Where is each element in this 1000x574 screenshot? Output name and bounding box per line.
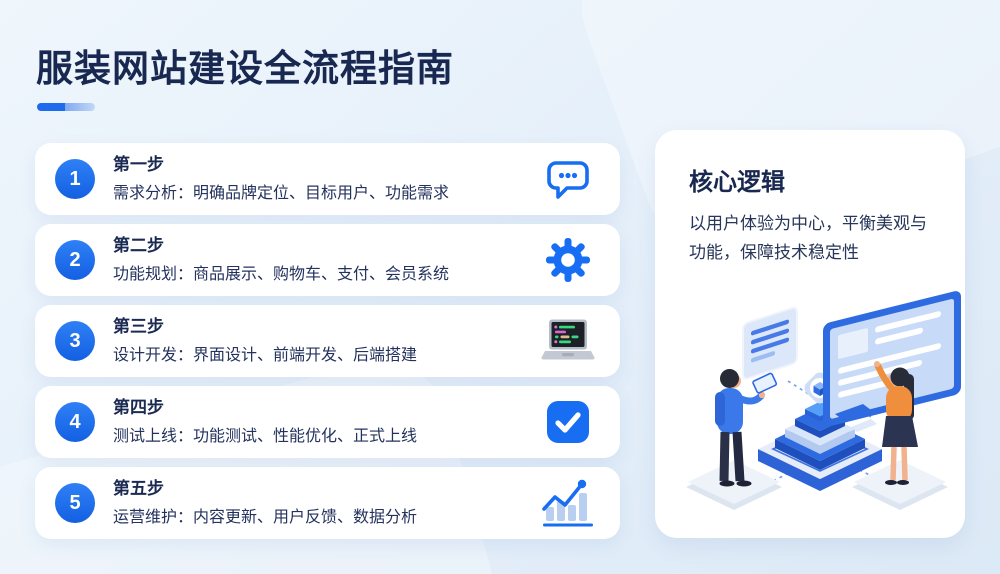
- step-description: 运营维护：内容更新、用户反馈、数据分析: [113, 509, 418, 527]
- step-title: 第二步: [113, 235, 164, 255]
- step-title: 第五步: [113, 478, 164, 498]
- woman-pointing: [874, 361, 918, 485]
- gear-icon: [540, 237, 596, 283]
- step-title: 第一步: [113, 154, 164, 174]
- panel-title: 核心逻辑: [689, 169, 785, 196]
- checkbox-icon: [540, 400, 596, 444]
- step-card-2: 2 第二步 功能规划：商品展示、购物车、支付、会员系统: [35, 224, 620, 296]
- step-number-badge: 1: [55, 159, 95, 199]
- step-description: 需求分析：明确品牌定位、目标用户、功能需求: [113, 185, 450, 203]
- isometric-platform-stack: [758, 401, 882, 491]
- step-number-badge: 4: [55, 402, 95, 442]
- step-description: 设计开发：界面设计、前端开发、后端搭建: [113, 347, 418, 365]
- step-card-3: 3 第三步 设计开发：界面设计、前端开发、后端搭建: [35, 305, 620, 377]
- teamwork-isometric-illustration: [686, 291, 961, 510]
- monitor-screen: [823, 291, 961, 427]
- document-card: [742, 306, 798, 380]
- step-title: 第三步: [113, 316, 164, 336]
- monitor-tray-shadow: [851, 419, 877, 432]
- step-card-4: 4 第四步 测试上线：功能测试、性能优化、正式上线: [35, 386, 620, 458]
- step-number-badge: 3: [55, 321, 95, 361]
- step-card-1: 1 第一步 需求分析：明确品牌定位、目标用户、功能需求: [35, 143, 620, 215]
- step-description: 测试上线：功能测试、性能优化、正式上线: [113, 428, 418, 446]
- panel-body-text: 以用户体验为中心，平衡美观与功能，保障技术稳定性: [689, 214, 927, 262]
- step-card-5: 5 第五步 运营维护：内容更新、用户反馈、数据分析: [35, 467, 620, 539]
- laptop-code-icon: [540, 318, 596, 364]
- title-underline: [37, 103, 95, 111]
- core-logic-panel: 核心逻辑 以用户体验为中心，平衡美观与功能，保障技术稳定性: [655, 130, 965, 538]
- monitor-tray: [835, 404, 871, 420]
- steps-list: 1 第一步 需求分析：明确品牌定位、目标用户、功能需求 2 第二步 功能规划：商…: [35, 143, 620, 539]
- page-title: 服装网站建设全流程指南: [36, 48, 454, 89]
- step-description: 功能规划：商品展示、购物车、支付、会员系统: [113, 266, 450, 284]
- growth-chart-icon: [540, 479, 596, 527]
- step-number-badge: 2: [55, 240, 95, 280]
- chat-bubble-icon: [540, 158, 596, 200]
- step-title: 第四步: [113, 397, 164, 417]
- step-number-badge: 5: [55, 483, 95, 523]
- floor-tile-left: [686, 460, 782, 510]
- man-with-tablet: [715, 369, 778, 487]
